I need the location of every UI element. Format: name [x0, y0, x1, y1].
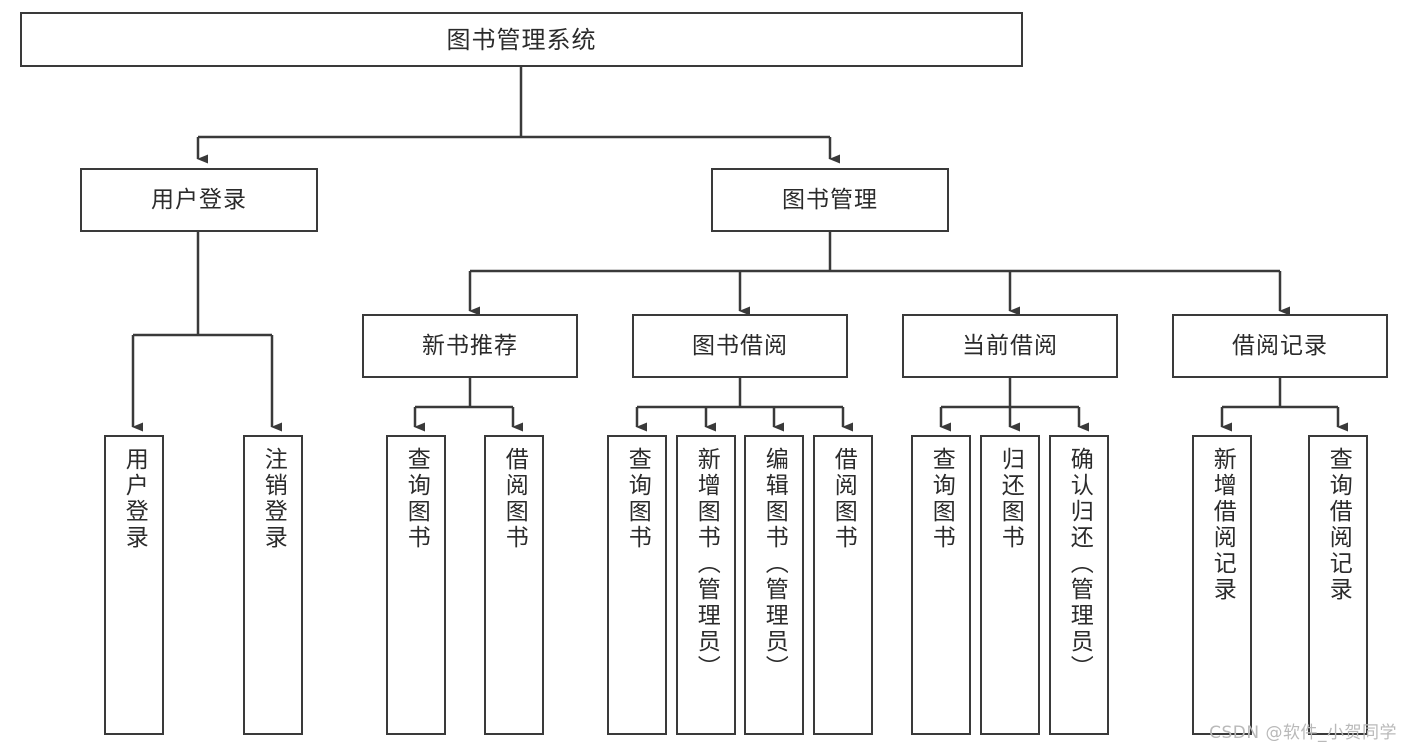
- node-label: 归还图书: [997, 447, 1024, 551]
- node-label: 查询图书: [624, 447, 651, 551]
- leaf-bb-edit-book-admin[interactable]: 编辑图书（管理员）: [744, 435, 804, 735]
- node-label: 借阅图书: [830, 447, 857, 551]
- leaf-br-query-record[interactable]: 查询借阅记录: [1308, 435, 1368, 735]
- leaf-nb-query-book[interactable]: 查询图书: [386, 435, 446, 735]
- node-book-management[interactable]: 图书管理: [711, 168, 949, 232]
- leaf-bb-query-book[interactable]: 查询图书: [607, 435, 667, 735]
- leaf-logout[interactable]: 注销登录: [243, 435, 303, 735]
- node-label: 确认归还（管理员）: [1066, 447, 1093, 681]
- node-label: 用户登录: [121, 447, 148, 551]
- node-label: 用户登录: [151, 186, 247, 213]
- leaf-cb-return-book[interactable]: 归还图书: [980, 435, 1040, 735]
- node-label: 新增借阅记录: [1209, 447, 1236, 603]
- node-borrow-record[interactable]: 借阅记录: [1172, 314, 1388, 378]
- node-root-system[interactable]: 图书管理系统: [20, 12, 1023, 67]
- node-label: 新书推荐: [422, 332, 518, 359]
- leaf-nb-borrow-book[interactable]: 借阅图书: [484, 435, 544, 735]
- node-label: 新增图书（管理员）: [693, 447, 720, 681]
- node-new-book-recommend[interactable]: 新书推荐: [362, 314, 578, 378]
- node-label: 图书管理系统: [446, 25, 597, 54]
- node-label: 注销登录: [260, 447, 287, 551]
- node-label: 编辑图书（管理员）: [761, 447, 788, 681]
- node-label: 查询图书: [403, 447, 430, 551]
- leaf-cb-query-book[interactable]: 查询图书: [911, 435, 971, 735]
- node-label: 图书管理: [782, 186, 878, 213]
- node-current-borrow[interactable]: 当前借阅: [902, 314, 1118, 378]
- leaf-br-add-record[interactable]: 新增借阅记录: [1192, 435, 1252, 735]
- node-label: 借阅图书: [501, 447, 528, 551]
- leaf-bb-add-book-admin[interactable]: 新增图书（管理员）: [676, 435, 736, 735]
- node-label: 查询图书: [928, 447, 955, 551]
- node-label: 当前借阅: [962, 332, 1058, 359]
- leaf-user-login[interactable]: 用户登录: [104, 435, 164, 735]
- node-book-borrow[interactable]: 图书借阅: [632, 314, 848, 378]
- watermark-text: CSDN @软件_小贺同学: [1209, 723, 1397, 743]
- node-user-login[interactable]: 用户登录: [80, 168, 318, 232]
- node-label: 图书借阅: [692, 332, 788, 359]
- leaf-cb-confirm-return-admin[interactable]: 确认归还（管理员）: [1049, 435, 1109, 735]
- node-label: 查询借阅记录: [1325, 447, 1352, 603]
- leaf-bb-borrow-book[interactable]: 借阅图书: [813, 435, 873, 735]
- node-label: 借阅记录: [1232, 332, 1328, 359]
